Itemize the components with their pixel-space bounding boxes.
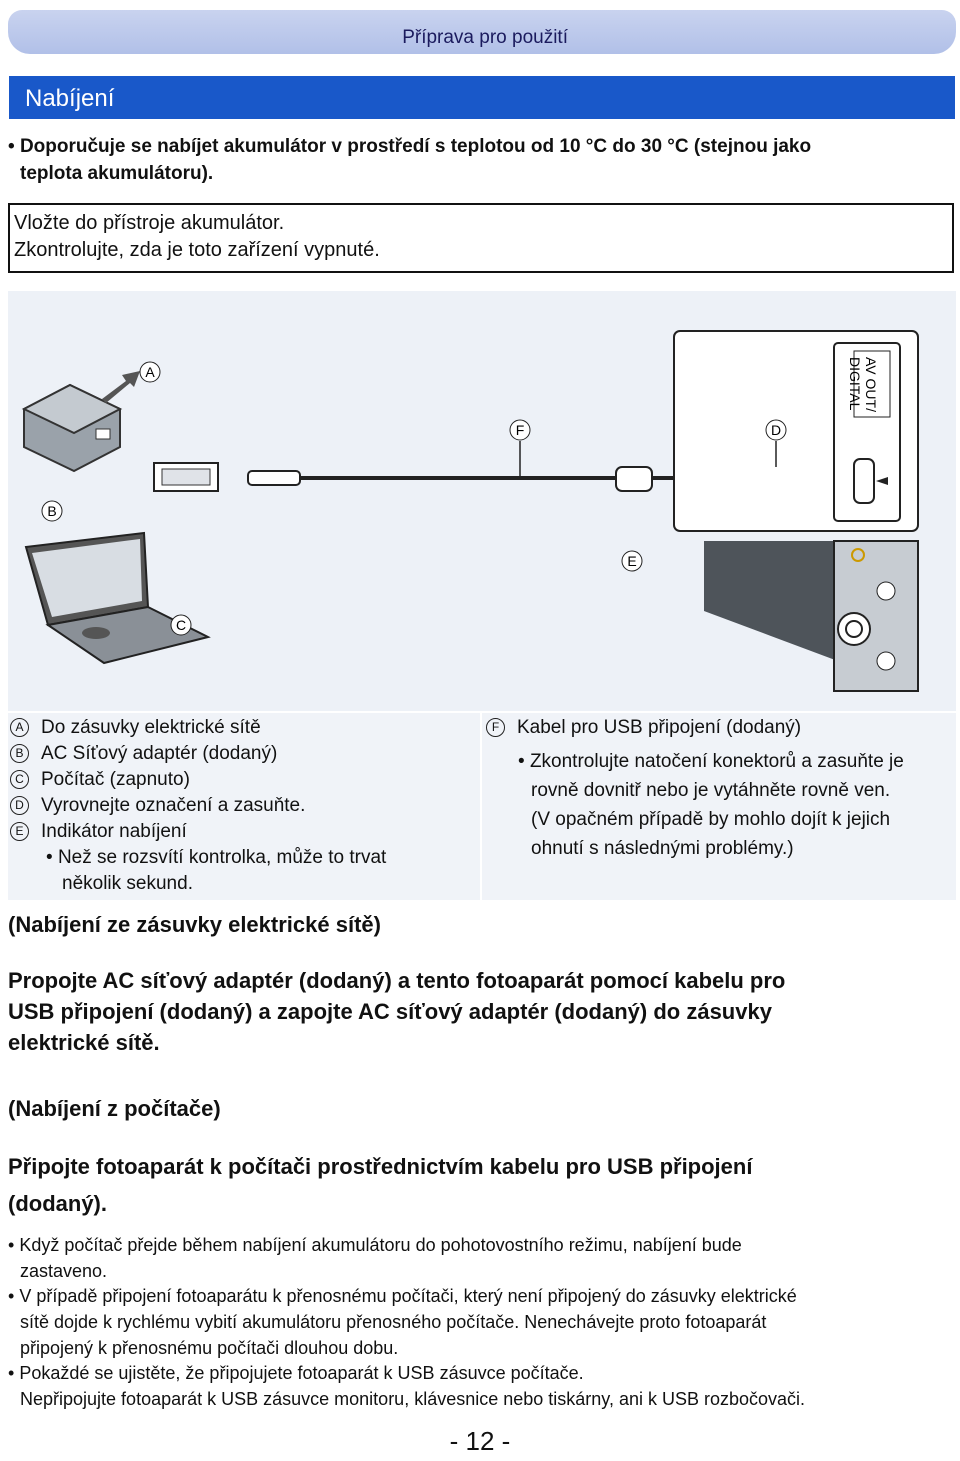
legend-letter: D [10, 796, 29, 815]
header-title: Příprava pro použití [402, 27, 568, 48]
camera-illustration [704, 540, 919, 692]
ac-adapter-illustration [21, 383, 123, 473]
note-3: • Pokaždé se ujistěte, že připojujete fo… [8, 1363, 806, 1409]
ferrite-core [615, 466, 653, 492]
bullet-icon: • [8, 1235, 15, 1255]
intro-note: • Doporučuje se nabíjet akumulátor v pro… [8, 133, 948, 187]
legend-item-f-note: • Zkontrolujte natočení konektorů a zasu… [518, 751, 904, 859]
label-d: D [771, 422, 781, 438]
port-label-1: AV OUT/ [863, 357, 879, 412]
note-2: • V případě připojení fotoaparátu k přen… [8, 1286, 797, 1358]
label-c: C [176, 617, 186, 633]
port-label-2: DIGITAL [847, 357, 863, 411]
box-line-1: Vložte do přístroje akumulátor. [14, 212, 285, 234]
label-b: B [47, 503, 56, 519]
arrow-a [102, 371, 140, 403]
bullet-icon: • [8, 1286, 15, 1306]
bullet-icon: • [8, 1363, 15, 1383]
usb-plug-illustration [153, 462, 301, 492]
legend-letter: C [10, 770, 29, 789]
bullet-icon: • [8, 136, 15, 157]
legend-letter: F [486, 718, 505, 737]
intro-line-2: teplota akumulátoru). [20, 163, 214, 184]
instruction-box: Vložte do přístroje akumulátor. Zkontrol… [8, 203, 954, 273]
connection-diagram: AV OUT/ DIGITAL A B C D E F [8, 291, 956, 711]
page-number: - 12 - [449, 1426, 511, 1456]
label-f: F [516, 422, 525, 438]
section-title: Nabíjení [25, 85, 115, 112]
pc-step: Připojte fotoaparát k počítači prostředn… [8, 1154, 753, 1216]
port-socket [853, 458, 875, 504]
pc-heading: (Nabíjení z počítače) [8, 1096, 221, 1121]
laptop-illustration [24, 531, 211, 665]
note-1: • Když počítač přejde během nabíjení aku… [8, 1235, 742, 1281]
diagram-illustration: AV OUT/ DIGITAL A B C D E F [21, 330, 919, 692]
box-line-2: Zkontrolujte, zda je toto zařízení vypnu… [14, 239, 380, 261]
legend-letter: E [10, 822, 29, 841]
label-e: E [627, 553, 636, 569]
page-header: Příprava pro použití [8, 10, 956, 54]
legend-item-e-note: • Než se rozsvítí kontrolka, může to trv… [46, 847, 387, 894]
port-mark-icon [876, 477, 888, 485]
mains-heading: (Nabíjení ze zásuvky elektrické sítě) [8, 912, 381, 937]
legend-letter: A [10, 718, 29, 737]
section-bar: Nabíjení [9, 76, 955, 119]
label-a: A [145, 364, 155, 380]
legend-letter: B [10, 744, 29, 763]
intro-line-1: Doporučuje se nabíjet akumulátor v prost… [19, 136, 812, 157]
mains-step: Propojte AC síťový adaptér (dodaný) a te… [8, 968, 786, 1055]
